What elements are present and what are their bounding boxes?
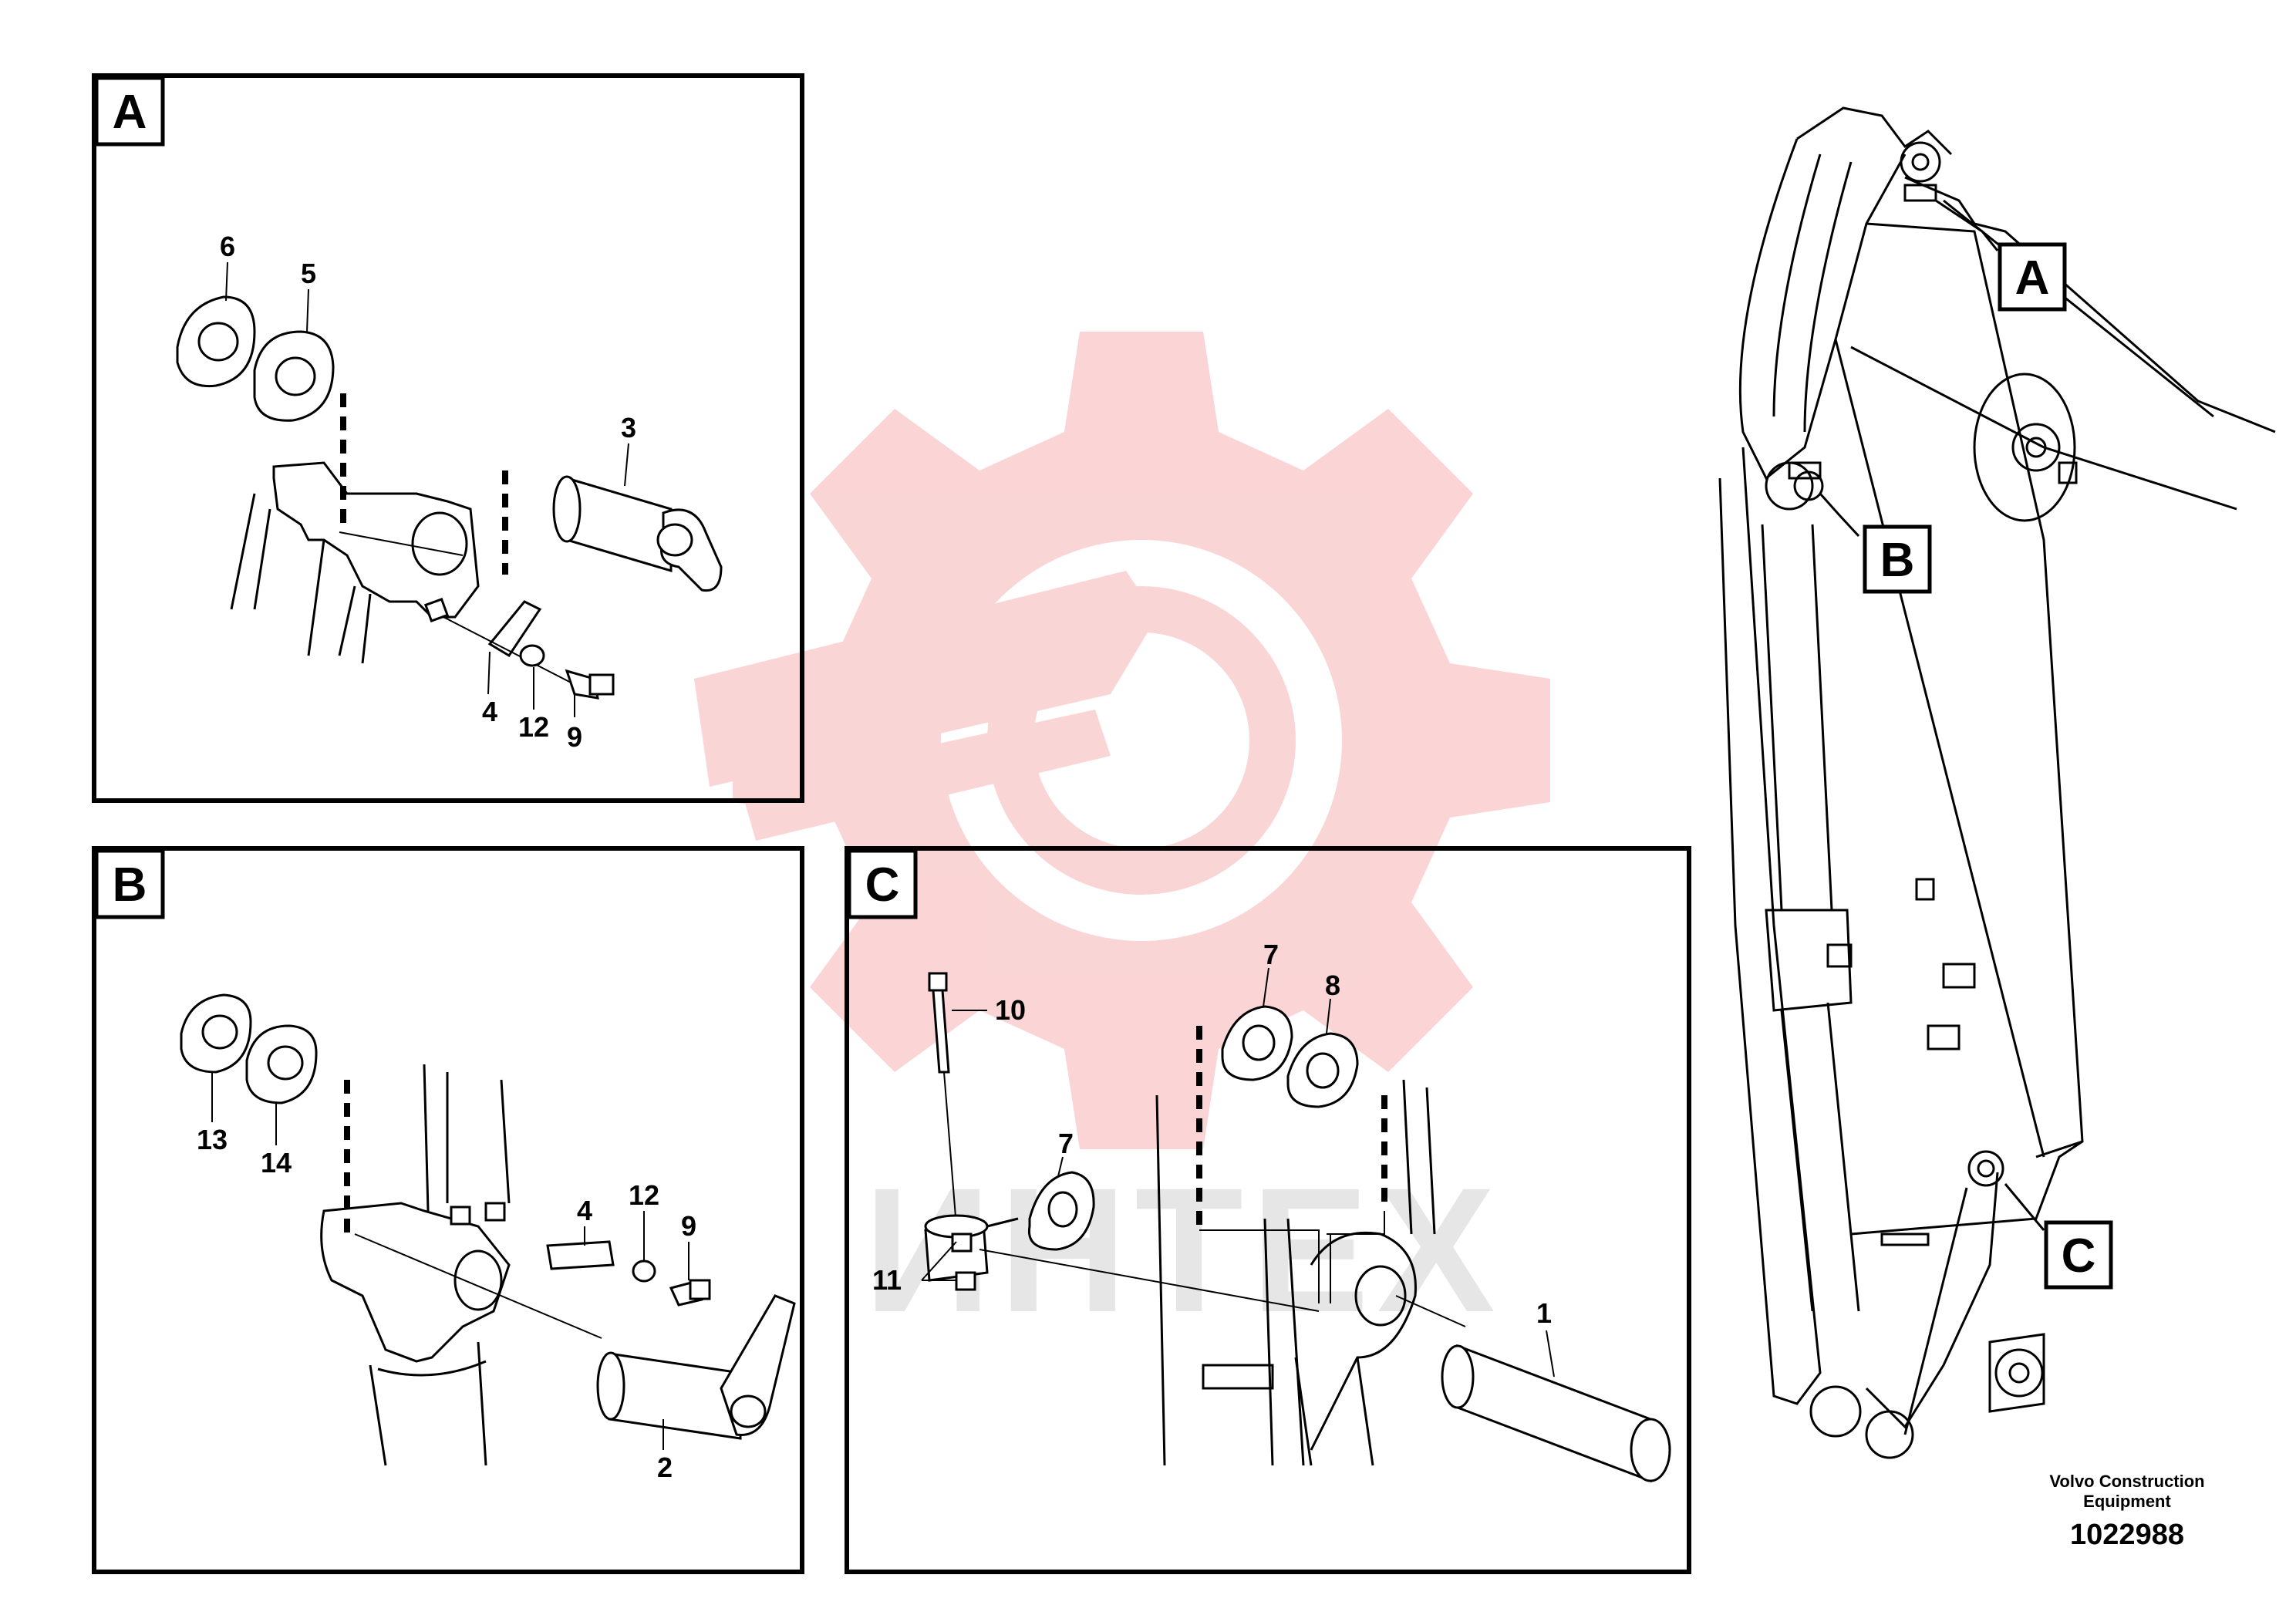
overview-callout-b-box bbox=[1863, 524, 1932, 594]
callout-c-10: 10 bbox=[995, 994, 1026, 1026]
overview-callout-c: C bbox=[2062, 1229, 2096, 1283]
section-b-tag-box bbox=[94, 848, 165, 919]
pin-1 bbox=[1456, 1344, 1652, 1483]
section-b-tag: B bbox=[113, 858, 147, 912]
overview-callout-a: A bbox=[2015, 251, 2050, 305]
overview-leader-b bbox=[1819, 493, 1860, 538]
section-c-panel: C bbox=[845, 846, 1691, 1574]
callout-c-1: 1 bbox=[1536, 1297, 1552, 1329]
pin-2 bbox=[608, 1352, 742, 1440]
overview-leader-a bbox=[1935, 199, 1999, 251]
section-a-panel: A 6 5 3 4 12 9 bbox=[92, 73, 804, 803]
section-b-panel: B 13 14 4 12 bbox=[92, 846, 804, 1574]
callout-a-6: 6 bbox=[220, 231, 235, 262]
washer-12b bbox=[632, 1259, 656, 1283]
watermark-gear-icon bbox=[733, 332, 1550, 1149]
callout-b-14: 14 bbox=[261, 1147, 292, 1179]
washer-12 bbox=[519, 644, 545, 667]
caption-drawing-number: 1022988 bbox=[2070, 1519, 2184, 1551]
callout-a-4: 4 bbox=[482, 696, 497, 727]
callout-c-7a: 7 bbox=[1058, 1128, 1074, 1159]
lock-plate-4b bbox=[546, 1240, 615, 1270]
pin-3 bbox=[565, 476, 673, 573]
lock-plate-4 bbox=[487, 600, 542, 658]
section-c-tag: C bbox=[865, 858, 900, 912]
caption-company-line2: Equipment bbox=[2083, 1492, 2171, 1511]
overview-leader-c bbox=[2004, 1183, 2045, 1231]
watermark-wrench-icon bbox=[694, 571, 1157, 787]
callout-a-9: 9 bbox=[567, 721, 582, 753]
watermark-gear-logo bbox=[694, 332, 1550, 1149]
callout-c-7b: 7 bbox=[1263, 939, 1279, 970]
overview-callout-b: B bbox=[1880, 534, 1915, 587]
section-a-tag-box bbox=[94, 76, 165, 147]
caption-company-line1: Volvo Construction bbox=[2049, 1472, 2204, 1491]
callout-a-5: 5 bbox=[301, 258, 316, 289]
bolt-10-head bbox=[928, 972, 948, 992]
callout-b-2: 2 bbox=[657, 1452, 673, 1483]
boom-bracket-a bbox=[272, 461, 480, 619]
nut-11b bbox=[955, 1271, 976, 1291]
callout-a-3: 3 bbox=[621, 412, 636, 443]
overview-callout-c-box bbox=[2044, 1220, 2113, 1290]
callout-a-12: 12 bbox=[518, 711, 549, 743]
callout-c-11: 11 bbox=[872, 1264, 902, 1296]
callout-b-9: 9 bbox=[681, 1210, 696, 1242]
callout-c-8: 8 bbox=[1325, 969, 1340, 1001]
section-c-tag-box bbox=[847, 848, 918, 919]
callout-b-4: 4 bbox=[577, 1195, 592, 1226]
callout-b-13: 13 bbox=[197, 1124, 228, 1155]
callout-b-12: 12 bbox=[629, 1179, 659, 1211]
nut-11a bbox=[951, 1233, 973, 1253]
section-a-tag: A bbox=[113, 86, 147, 139]
bolt-10 bbox=[932, 989, 950, 1074]
overview-boom-drawing: A B C bbox=[1718, 106, 2276, 1459]
overview-callout-a-box bbox=[1998, 242, 2067, 312]
